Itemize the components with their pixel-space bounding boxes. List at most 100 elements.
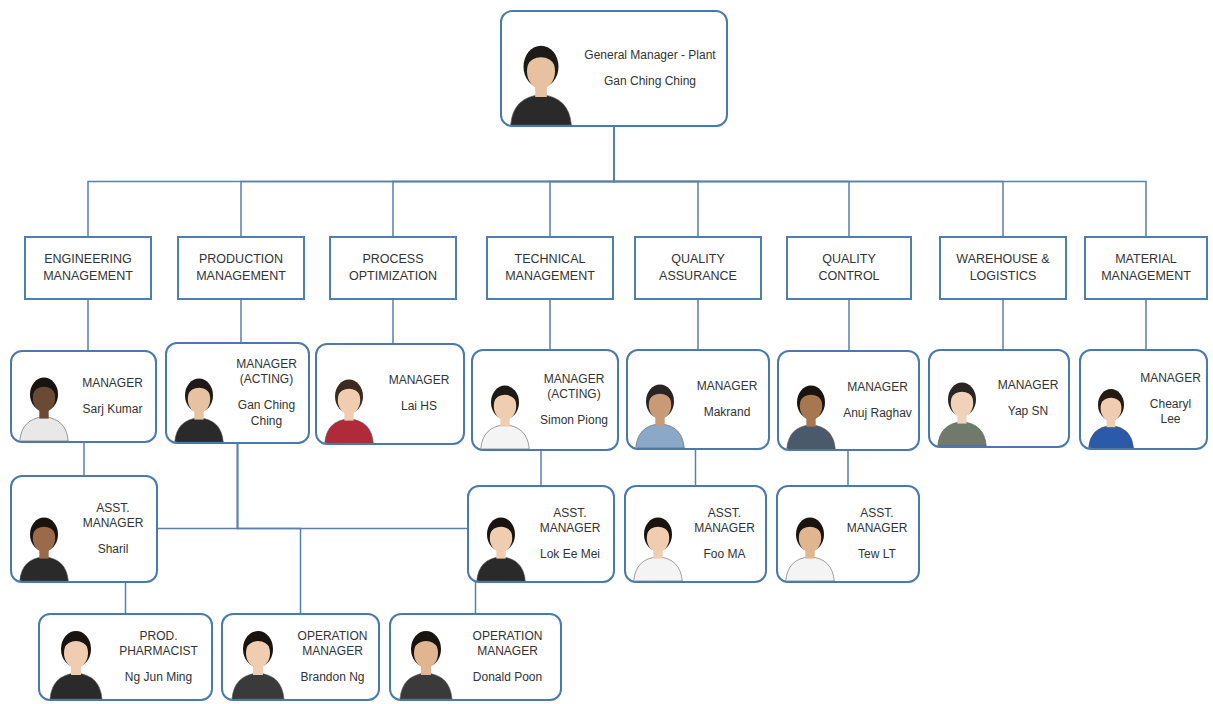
text-column: MANAGER (ACTING) Gan Ching Ching [229, 348, 304, 438]
department-name: MATERIAL MANAGEMENT [1092, 251, 1200, 285]
text-column: MANAGER Lai HS [379, 349, 459, 439]
job-title: MANAGER (ACTING) [535, 372, 613, 403]
person-box: OPERATION MANAGER Brandon Ng [221, 613, 380, 701]
person-name: Lai HS [401, 399, 437, 415]
job-title: MANAGER [389, 373, 450, 389]
job-title: ASST. MANAGER [688, 506, 761, 537]
person-photo [632, 355, 688, 448]
person-name: Donald Poon [473, 670, 542, 686]
job-title: MANAGER [1140, 371, 1201, 387]
person-name: Lok Ee Mei [540, 547, 600, 563]
person-box: MANAGER Lai HS [315, 343, 465, 445]
person-box: MANAGERAnuj Raghav [777, 350, 920, 451]
person-name: Gan Ching Ching [604, 74, 696, 90]
department-box: PROCESS OPTIMIZATION [329, 236, 457, 300]
text-column: MANAGER (ACTING) Simon Piong [535, 355, 613, 445]
department-name: WAREHOUSE & LOGISTICS [947, 251, 1059, 285]
department-box: ENGINEERING MANAGEMENT [24, 236, 152, 300]
job-title: PROD. PHARMACIST [110, 629, 207, 660]
person-box: MANAGER Sarj Kumar [10, 350, 157, 443]
text-column: MANAGER Makrand [690, 355, 764, 444]
person-name: Makrand [704, 405, 751, 421]
department-box: PRODUCTION MANAGEMENT [177, 236, 305, 300]
connector-line [695, 450, 697, 485]
person-photo [321, 349, 377, 443]
job-title: ASST. MANAGER [74, 501, 152, 532]
person-photo [782, 491, 838, 581]
text-column: MANAGERChearyl Lee [1139, 355, 1202, 444]
person-name: Tew LT [858, 547, 896, 563]
person-box: ASST. MANAGER Tew LT [776, 485, 920, 583]
job-title: OPERATION MANAGER [459, 629, 556, 660]
person-photo [473, 491, 529, 581]
connector-line [549, 300, 551, 349]
connector-line [697, 300, 699, 349]
person-name: Ng Jun Ming [125, 670, 192, 686]
person-name: Sarj Kumar [82, 402, 142, 418]
connector-line [392, 300, 394, 343]
text-column: MANAGER Sarj Kumar [74, 356, 151, 437]
connector-line [393, 127, 614, 236]
job-title: ASST. MANAGER [531, 506, 609, 537]
person-box: MANAGER (ACTING) Gan Ching Ching [165, 342, 310, 444]
text-column: MANAGERAnuj Raghav [841, 356, 914, 445]
connector-line [1145, 300, 1147, 349]
connector-line [88, 127, 614, 236]
person-name: Gan Ching Ching [229, 398, 304, 429]
person-box: MANAGER (ACTING) Simon Piong [471, 349, 619, 451]
connector-line [550, 127, 614, 236]
connector-line [83, 443, 85, 475]
text-column: OPERATION MANAGER Donald Poon [459, 619, 556, 695]
person-name: Brandon Ng [300, 670, 364, 686]
person-photo [171, 348, 227, 442]
department-box: TECHNICAL MANAGEMENT [486, 236, 614, 300]
job-title: ASST. MANAGER [840, 506, 914, 537]
text-column: OPERATION MANAGER Brandon Ng [291, 619, 374, 695]
person-photo [477, 355, 533, 449]
person-box: ASST. MANAGER Foo MA [624, 485, 767, 583]
text-column: ASST. MANAGERSharil [74, 481, 152, 577]
text-column: PROD. PHARMACIST Ng Jun Ming [110, 619, 207, 695]
person-box: MANAGERYap SN [928, 349, 1070, 448]
person-box: PROD. PHARMACIST Ng Jun Ming [38, 613, 213, 701]
job-title: OPERATION MANAGER [291, 629, 374, 660]
department-name: QUALITY CONTROL [794, 251, 904, 285]
job-title: General Manager - Plant [584, 48, 715, 64]
department-box: MATERIAL MANAGEMENT [1084, 236, 1208, 300]
department-name: ENGINEERING MANAGEMENT [32, 251, 144, 285]
person-box: General Manager - PlantGan Ching Ching [500, 10, 728, 127]
person-name: Simon Piong [540, 413, 608, 429]
job-title: MANAGER [697, 379, 758, 395]
department-name: PRODUCTION MANAGEMENT [185, 251, 297, 285]
person-box: MANAGER Makrand [626, 349, 770, 450]
person-photo [16, 356, 72, 441]
person-box: OPERATION MANAGER Donald Poon [389, 613, 562, 701]
person-name: Foo MA [703, 547, 745, 563]
person-name: Anuj Raghav [843, 406, 912, 422]
department-box: QUALITY CONTROL [786, 236, 912, 300]
department-box: WAREHOUSE & LOGISTICS [939, 236, 1067, 300]
person-photo [506, 16, 576, 125]
person-photo [395, 619, 457, 699]
person-photo [783, 356, 839, 449]
person-photo [44, 619, 108, 699]
connector-line [240, 300, 242, 342]
text-column: ASST. MANAGER Foo MA [688, 491, 761, 577]
person-photo [16, 481, 72, 581]
job-title: MANAGER (ACTING) [229, 357, 304, 388]
job-title: MANAGER [82, 376, 143, 392]
connector-line [614, 127, 1146, 236]
department-box: QUALITY ASSURANCE [634, 236, 762, 300]
connector-line [241, 127, 614, 236]
connector-line [848, 300, 850, 350]
person-box: ASST. MANAGER Lok Ee Mei [467, 485, 615, 583]
connector-line [87, 300, 89, 350]
text-column: ASST. MANAGER Tew LT [840, 491, 914, 577]
text-column: General Manager - PlantGan Ching Ching [578, 16, 722, 121]
department-name: PROCESS OPTIMIZATION [337, 251, 449, 285]
connector-line [847, 451, 849, 485]
person-photo [227, 619, 289, 699]
department-name: TECHNICAL MANAGEMENT [494, 251, 606, 285]
person-photo [1085, 355, 1137, 448]
